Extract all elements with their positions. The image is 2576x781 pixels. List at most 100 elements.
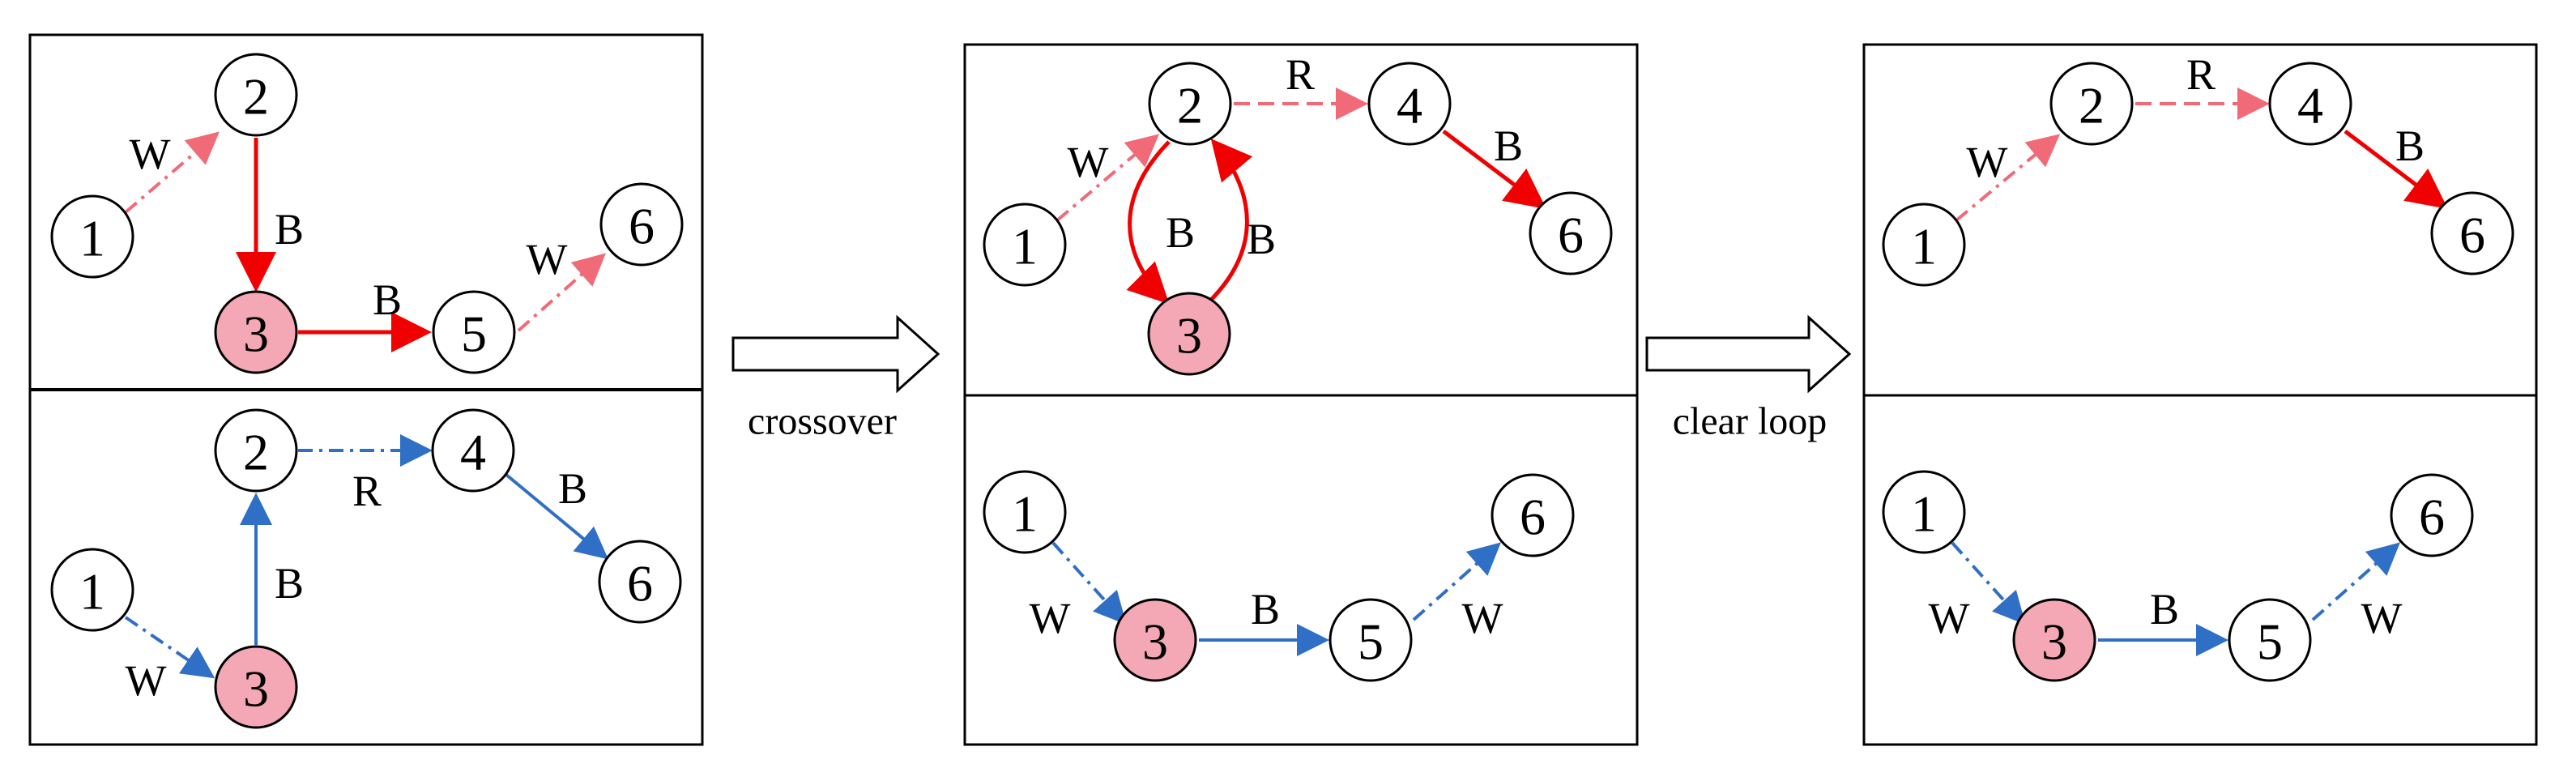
edge-label-w: W [1929, 594, 1970, 642]
node-1 [983, 470, 1067, 554]
edge-label-w: W [1030, 594, 1071, 642]
edge-label-r: R [352, 467, 382, 515]
node-label: 6 [2459, 207, 2485, 264]
node-label: 2 [1177, 77, 1203, 134]
edge-1-2-result-red [1955, 134, 2061, 222]
node-label: 3 [1176, 307, 1202, 365]
edge-label-b: B [1494, 122, 1523, 170]
edge-label-b: B [558, 464, 587, 513]
node-label: 3 [243, 305, 269, 363]
edge-1-2-parent-red [124, 131, 220, 214]
node-label: 5 [2257, 613, 2283, 671]
node-3-highlighted [1113, 598, 1197, 682]
graph-parent-blue: W B R B 1 2 3 4 6 [50, 408, 682, 729]
node-3-highlighted [2012, 598, 2096, 682]
node-3-highlighted [214, 645, 298, 729]
graph-result-red: W R B 1 2 4 6 [1882, 50, 2514, 287]
edge-label-b: B [373, 275, 402, 324]
clear-loop-arrow-label: clear loop [1673, 400, 1828, 443]
node-1 [50, 548, 134, 632]
node-4 [1367, 62, 1452, 146]
node-2 [214, 53, 298, 137]
edge-label-r: R [1286, 50, 1315, 99]
node-label: 4 [2297, 77, 2323, 134]
clear-loop-arrow [1645, 314, 1852, 394]
edge-label-w: W [1068, 138, 1109, 186]
node-1 [50, 194, 134, 279]
edge-1-3-parent-blue [124, 616, 215, 679]
node-label: 6 [629, 198, 655, 255]
node-2 [1148, 62, 1232, 146]
node-label: 3 [2041, 613, 2067, 671]
edge-4-6-offspring-red [1442, 130, 1546, 210]
node-1 [1882, 470, 1966, 554]
node-6 [1529, 191, 1613, 275]
node-label: 3 [243, 660, 269, 718]
node-6 [2430, 191, 2514, 275]
graph-parent-red: W B B W 1 2 3 5 6 [50, 53, 684, 374]
edge-1-2-offspring-red [1056, 134, 1160, 222]
node-label: 6 [1558, 207, 1584, 264]
node-6 [2390, 473, 2474, 557]
node-1 [983, 203, 1067, 287]
edge-label-w: W [126, 656, 167, 705]
node-5 [432, 290, 516, 374]
edge-label-b: B [1247, 215, 1276, 263]
node-label: 1 [1012, 485, 1038, 543]
edge-1-3-result-blue [1951, 541, 2026, 625]
edge-label-b: B [1166, 208, 1195, 257]
edge-label-b: B [1251, 585, 1280, 634]
node-label: 6 [1520, 489, 1546, 546]
node-label: 2 [2079, 77, 2105, 134]
node-label: 2 [243, 68, 269, 126]
node-label: 4 [1397, 77, 1422, 134]
edge-5-6-parent-red [517, 253, 606, 332]
node-label: 6 [627, 555, 653, 612]
edge-2-3-offspring-red-loop [1126, 140, 1171, 305]
node-1 [1882, 203, 1966, 287]
node-label: 1 [1911, 218, 1937, 275]
edge-label-w: W [1462, 594, 1503, 642]
edge-5-6-result-blue [2311, 542, 2400, 621]
crossover-arrow-label: crossover [748, 400, 897, 443]
edge-label-r: R [2186, 50, 2216, 99]
node-4 [2268, 62, 2352, 146]
graph-offspring-red: W B B R B 1 2 3 4 6 [983, 50, 1613, 376]
node-6 [599, 182, 684, 267]
edge-label-b: B [275, 205, 304, 254]
node-3-highlighted [1147, 292, 1231, 376]
node-label: 1 [79, 210, 105, 267]
node-label: 5 [1358, 613, 1384, 671]
edge-label-w: W [1967, 138, 2008, 186]
edge-4-6-parent-blue [505, 473, 609, 560]
edge-5-6-offspring-blue [1412, 542, 1501, 621]
edge-4-6-result-red [2344, 130, 2448, 210]
graph-result-blue: W B W 1 3 5 6 [1882, 470, 2474, 682]
node-label: 1 [79, 563, 105, 621]
node-2 [214, 408, 298, 493]
node-label: 4 [460, 424, 486, 481]
node-4 [431, 408, 515, 493]
node-label: 3 [1142, 613, 1168, 671]
edge-label-w: W [130, 130, 171, 178]
crossover-arrow [731, 314, 940, 394]
edge-3-2-offspring-red-loop [1208, 139, 1253, 303]
node-label: 1 [1012, 218, 1038, 275]
edge-label-b: B [2150, 585, 2179, 634]
node-6 [1491, 473, 1575, 557]
node-label: 2 [243, 424, 269, 481]
node-label: 6 [2419, 489, 2445, 546]
edge-label-b: B [275, 559, 304, 608]
node-6 [598, 540, 682, 624]
node-label: 1 [1911, 485, 1937, 543]
edge-1-3-offspring-blue [1051, 541, 1127, 625]
edge-label-w: W [527, 235, 568, 284]
node-label: 5 [461, 305, 487, 363]
edge-label-b: B [2395, 122, 2425, 170]
node-3-highlighted [214, 290, 298, 374]
graph-offspring-blue: W B W 1 3 5 6 [983, 470, 1575, 682]
edge-label-w: W [2361, 594, 2403, 642]
node-2 [2049, 62, 2134, 146]
node-5 [2228, 598, 2312, 682]
